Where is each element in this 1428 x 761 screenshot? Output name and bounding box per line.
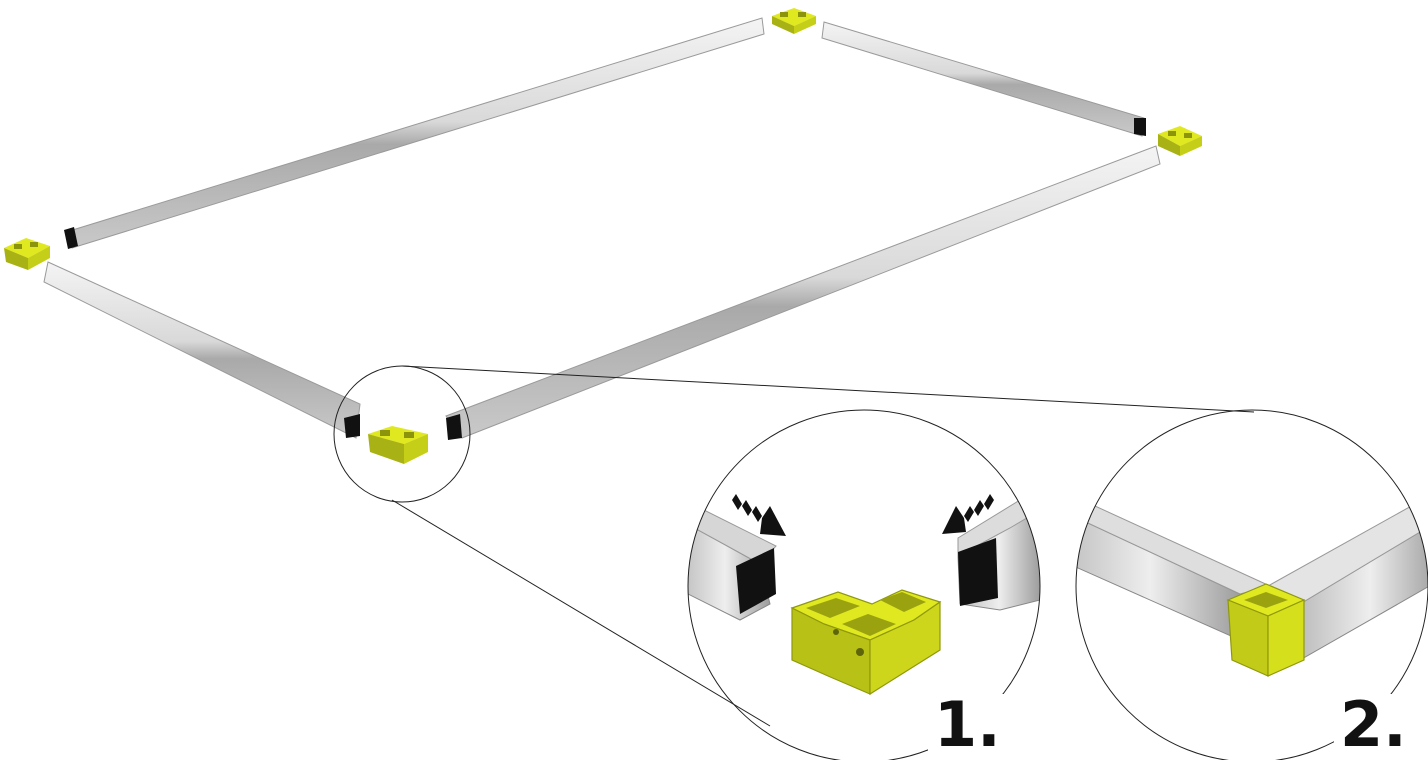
detail1-tube-left-end — [736, 548, 776, 614]
frame-tubes — [43, 17, 1161, 440]
detail-step1 — [687, 409, 1041, 760]
tube-left — [43, 261, 361, 439]
detail2-connector-icon — [1226, 583, 1306, 677]
insert-arrow-left-icon — [732, 494, 786, 536]
detail1-connector-icon — [790, 589, 942, 696]
detail1-tube-right-end — [958, 538, 998, 606]
tube-right-end — [1134, 118, 1146, 136]
tube-left-end — [344, 414, 360, 438]
tube-back — [65, 17, 765, 249]
connector-front-icon — [368, 426, 428, 464]
connector-top-icon — [772, 8, 816, 34]
step-1-label: 1. — [928, 694, 1007, 756]
tube-right — [821, 21, 1145, 137]
connector-left-icon — [4, 238, 50, 270]
magnifier-lines — [333, 365, 1255, 727]
detail1-circle — [687, 409, 1041, 760]
connector-right-icon — [1158, 126, 1202, 156]
tube-front-end — [446, 414, 462, 440]
insert-arrow-right-icon — [942, 494, 994, 534]
tube-back-end — [64, 227, 78, 249]
corner-connectors — [4, 8, 1202, 464]
detail-step2 — [1075, 409, 1428, 760]
tube-front — [445, 145, 1161, 439]
detail2-circle — [1075, 409, 1428, 760]
step-2-label: 2. — [1334, 694, 1413, 756]
